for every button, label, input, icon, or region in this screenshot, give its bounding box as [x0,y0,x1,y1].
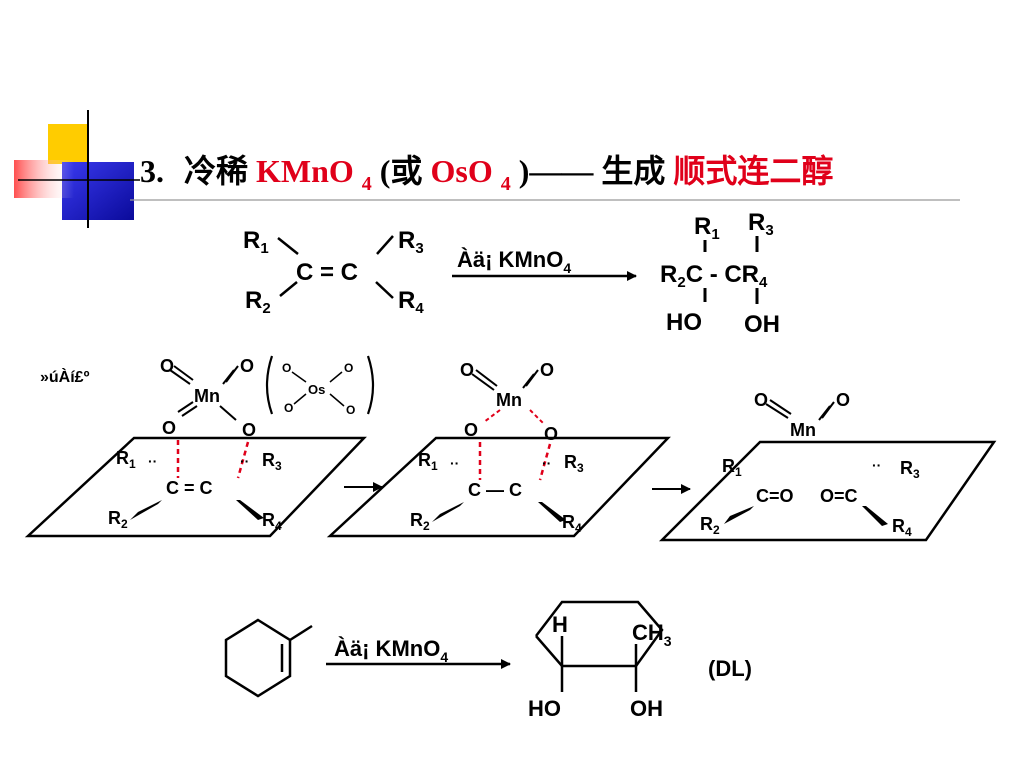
svg-text:O: O [754,390,768,410]
svg-text:O: O [242,420,256,440]
svg-text:R3: R3 [900,458,920,481]
product-r1: R1 [694,213,720,243]
svg-text:R4: R4 [262,510,282,533]
svg-text:O: O [162,418,176,438]
methylcyclohexene [224,618,313,698]
r4-label: R4 [398,287,424,317]
reaction1-product: R1 R3 R2C - CR4 HO OH [660,209,780,338]
svg-text:O: O [240,356,254,376]
svg-text:O: O [344,361,353,375]
reaction1-arrow: Àä¡ KMnO4 [452,247,637,281]
svg-text:Mn: Mn [790,420,816,440]
svg-text:R3: R3 [262,450,282,473]
svg-text:··: ·· [450,455,459,471]
svg-text:O: O [464,420,478,440]
reaction2-arrow: Àä¡ KMnO4 [326,636,511,669]
svg-text:Os: Os [308,382,325,397]
red-block [14,160,74,198]
svg-text:R2: R2 [410,510,430,533]
plane-1 [24,436,367,538]
svg-text:O=C: O=C [820,486,858,506]
svg-text:R2: R2 [700,514,720,537]
svg-text:O: O [284,401,293,415]
alkene-core: C = C [296,259,358,286]
svg-text:R4: R4 [892,516,912,539]
product-oh: OH [744,311,780,338]
reaction1-conditions: Àä¡ KMnO4 [457,247,571,276]
slide-title: 3. 冷稀 KMnO 4 (或 OsO 4 )—— 生成 顺式连二醇 [140,153,833,197]
svg-text:··: ·· [872,457,881,473]
plane-2 [326,436,671,538]
svg-text:R1: R1 [722,456,742,479]
svg-text:Mn: Mn [496,390,522,410]
svg-text:O: O [282,361,291,375]
mechanism-label: »úÀí£º [40,367,90,386]
svg-text:R1: R1 [418,450,438,473]
svg-text:R1: R1 [116,448,136,471]
svg-text:··: ·· [148,453,157,469]
reaction2-conditions: Àä¡ KMnO4 [334,636,448,665]
svg-text:C — C: C — C [468,480,522,500]
svg-text:C = C: C = C [166,478,213,498]
svg-text:C=O: C=O [756,486,794,506]
reaction1-reactant: R1 R3 C = C R2 R4 [243,227,424,317]
svg-text:R4: R4 [562,512,582,535]
svg-text:R2: R2 [108,508,128,531]
r2-label: R2 [245,287,271,317]
mn-label: Mn [194,386,220,406]
svg-text:··: ·· [542,455,551,471]
svg-text:CH3: CH3 [632,620,672,649]
chair-diol-product: H CH3 HO OH (DL) [528,600,752,721]
svg-text:O: O [460,360,474,380]
svg-text:O: O [836,390,850,410]
svg-text:R3: R3 [564,452,584,475]
decorative-color-blocks [14,110,960,228]
svg-text:OH: OH [630,696,663,721]
svg-text:O: O [160,356,174,376]
product-r3: R3 [748,209,774,239]
svg-text:O: O [346,403,355,417]
plane-3 [658,440,997,542]
r1-label: R1 [243,227,269,257]
r3-label: R3 [398,227,424,257]
svg-text:H: H [552,612,568,637]
svg-text:··: ·· [240,453,249,469]
mechanism-step-2: O O Mn O O R1 ·· ·· R3 C — C R2 R4 [326,360,671,538]
mechanism-step-3: O O Mn R1 ·· R3 C=O O=C R2 R4 [658,390,997,542]
product-middle: R2C - CR4 [660,261,768,291]
oso4-alternative: O O Os O O [265,355,375,417]
stereo-label: (DL) [708,656,752,681]
product-ho: HO [666,309,702,336]
mechanism-step-1: O O Mn O O R1 ·· ·· R3 C = C R2 R4 [24,356,367,538]
svg-text:HO: HO [528,696,561,721]
svg-text:O: O [544,424,558,444]
yellow-block [48,124,88,164]
svg-text:O: O [540,360,554,380]
